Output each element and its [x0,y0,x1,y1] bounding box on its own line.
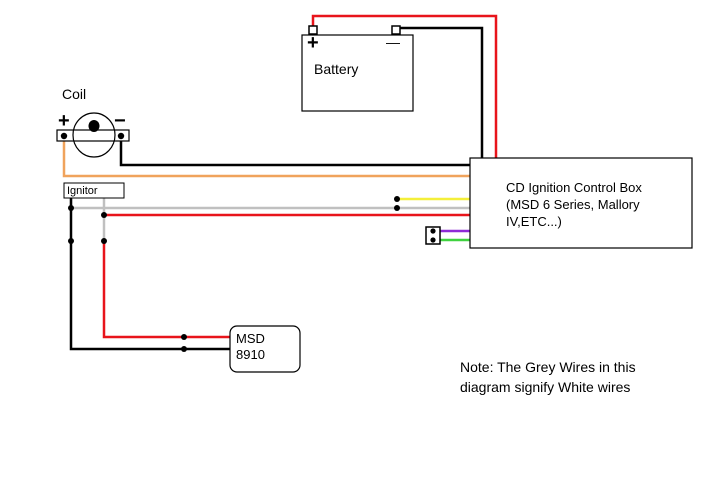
msd-body [229,325,301,373]
cd-ignition-box: CD Ignition Control Box (MSD 6 Series, M… [469,157,693,249]
msd-line-1: MSD [236,331,265,346]
coil-center-terminal [88,120,100,132]
battery-body [301,34,414,112]
msd-line-2: 8910 [236,347,265,362]
connector-pin-1 [430,228,436,234]
battery: + — Battery [301,25,414,112]
coil: Coil + − [56,86,130,158]
note-line-1: Note: The Grey Wires in this [460,359,636,375]
ignitor-box [63,182,125,199]
coil-body [72,112,116,158]
note: Note: The Grey Wires in this diagram sig… [460,359,636,395]
msd-module: MSD 8910 [229,325,301,373]
cd-box-line-2: (MSD 6 Series, Mallory [506,197,640,212]
junction-dot [394,196,400,202]
junction-dot [181,334,187,340]
connector-plug [425,226,441,245]
note-line-2: diagram signify White wires [460,379,630,395]
junction-dot [68,205,74,211]
coil-positive-terminal [60,132,68,140]
ignitor-label: Ignitor [67,185,98,197]
coil-label: Coil [62,86,86,102]
cd-box-line-1: CD Ignition Control Box [506,180,642,195]
connector-body [425,226,441,245]
junction-dot [101,212,107,218]
battery-negative-terminal [391,25,401,35]
battery-positive-terminal [308,25,318,35]
red-wire-to-msd [102,241,230,339]
coil-positive-sign: + [58,110,70,132]
junction-dot [181,346,187,352]
junction-dot [101,238,107,244]
junction-dot [68,238,74,244]
wires [62,14,498,351]
black-wire-battery-negative [396,26,484,158]
black-wire-coil-negative [119,136,470,167]
coil-negative-terminal [117,132,125,140]
cd-box-body [469,157,693,249]
cd-box-line-3: IV,ETC...) [506,214,562,229]
connector-pin-2 [430,237,436,243]
junction-dot [394,205,400,211]
battery-negative-sign: — [386,34,400,50]
battery-positive-sign: + [307,32,319,54]
battery-label: Battery [314,61,358,77]
red-wire-battery-positive [311,14,498,158]
black-wire-to-msd [69,198,230,351]
ignitor: Ignitor [63,182,125,199]
orange-wire-coil-positive [62,136,470,178]
junction-dots [68,196,400,352]
coil-negative-sign: − [114,110,126,132]
